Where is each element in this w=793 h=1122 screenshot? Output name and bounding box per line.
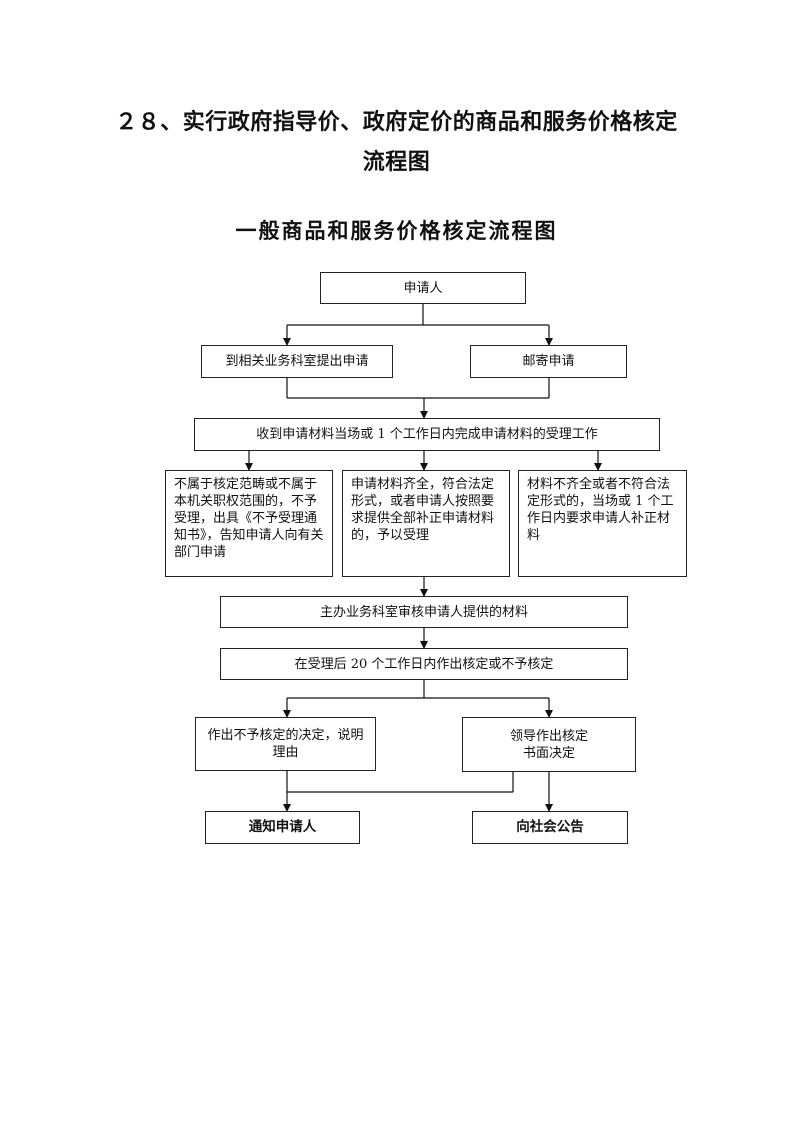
node-applicant: 申请人	[320, 272, 526, 304]
document-title-line-1: ２８、实行政府指导价、政府定价的商品和服务价格核定	[115, 109, 678, 135]
node-accept-complete: 申请材料齐全，符合法定形式，或者申请人按照要求提供全部补正申请材料的，予以受理	[342, 470, 510, 577]
node-public-announcement: 向社会公告	[472, 811, 628, 844]
node-apply-by-mail: 邮寄申请	[470, 345, 627, 378]
node-reject-out-of-scope: 不属于核定范畴或不属于本机关职权范围的，不予受理，出具《不予受理通知书》，告知申…	[165, 470, 333, 577]
node-apply-in-person: 到相关业务科室提出申请	[201, 345, 393, 378]
node-request-supplement: 材料不齐全或者不符合法定形式的，当场或 1 个工作日内要求申请人补正材料	[518, 470, 687, 577]
document-title-line-2: 流程图	[362, 149, 431, 175]
node-decision-within-20-days: 在受理后 20 个工作日内作出核定或不予核定	[220, 648, 628, 680]
node-review-materials: 主办业务科室审核申请人提供的材料	[220, 596, 628, 628]
flowchart-subtitle: 一般商品和服务价格核定流程图	[235, 218, 558, 243]
node-notify-applicant: 通知申请人	[205, 811, 360, 844]
node-receive-materials: 收到申请材料当场或 1 个工作日内完成申请材料的受理工作	[194, 418, 660, 451]
node-decision-reject: 作出不予核定的决定，说明理由	[195, 717, 376, 771]
node-decision-approve: 领导作出核定书面决定	[462, 717, 636, 772]
